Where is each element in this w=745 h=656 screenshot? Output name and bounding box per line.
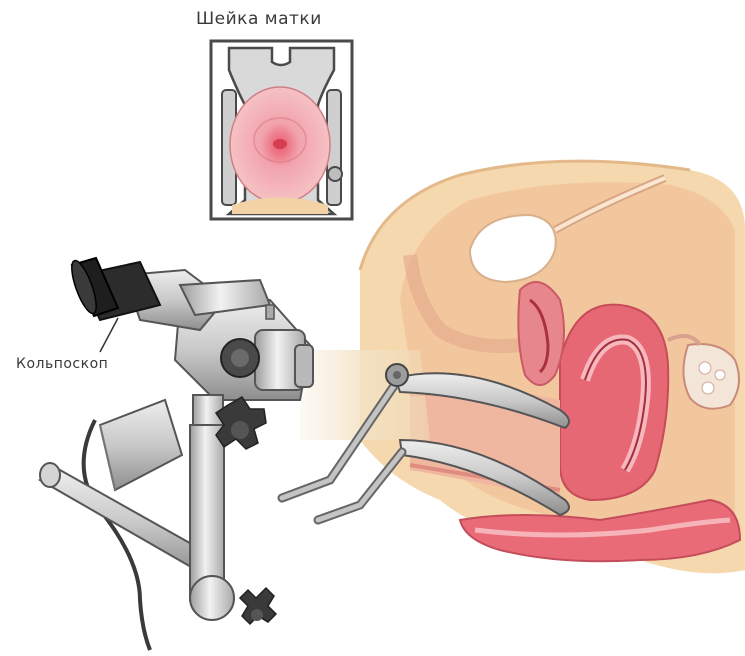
cervix-inset bbox=[211, 41, 352, 219]
adjustment-knob-lower bbox=[240, 588, 276, 624]
colposcope bbox=[40, 258, 313, 650]
